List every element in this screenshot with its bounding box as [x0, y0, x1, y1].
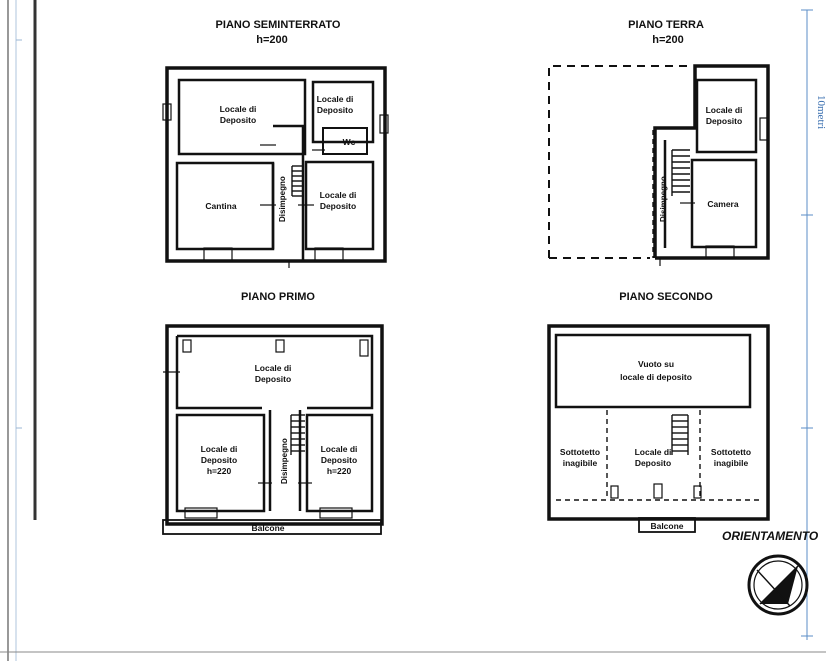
room-label: Cantina [205, 201, 236, 211]
scale-bar: 10metri [801, 9, 826, 640]
floor-primo: PIANO PRIMO [162, 291, 384, 535]
room-label: h=220 [327, 466, 352, 476]
scale-label: 10metri [815, 95, 826, 129]
room-label: Deposito [706, 116, 742, 126]
room-label: Camera [707, 199, 738, 209]
orientation-label: ORIENTAMENTO [722, 529, 819, 543]
room-label: Deposito [201, 455, 237, 465]
stair-label: Disimpegno [278, 176, 287, 222]
floor-title: PIANO PRIMO [241, 291, 315, 303]
room-label: h=220 [207, 466, 232, 476]
floor-seminterrato: PIANO SEMINTERRATO h=200 [162, 19, 389, 268]
room-label: locale di deposito [620, 372, 692, 382]
north-arrow-compass-icon [747, 554, 809, 616]
room-label: inagibile [563, 458, 598, 468]
room-label: Locale di [317, 94, 354, 104]
floor-title: PIANO SECONDO [619, 291, 713, 303]
room-label: Locale di [635, 447, 672, 457]
room-label: Locale di [201, 444, 238, 454]
room-label: Vuoto su [638, 359, 674, 369]
room-label: Locale di [320, 190, 357, 200]
room-label: Locale di [706, 105, 743, 115]
floor-height: h=200 [652, 34, 684, 46]
room-label: Deposito [321, 455, 357, 465]
room-label: Locale di [255, 363, 292, 373]
balcony-label: Balcone [650, 521, 683, 531]
room-label: Deposito [320, 201, 356, 211]
balcony-label: Balcone [251, 523, 284, 533]
floor-secondo: PIANO SECONDO Vuoto su locale [547, 291, 770, 533]
stair-label: Disimpegno [659, 176, 668, 222]
room-label: Locale di [321, 444, 358, 454]
floor-title: PIANO TERRA [628, 19, 704, 31]
room-label: Deposito [220, 115, 256, 125]
floor-terra: PIANO TERRA h=200 [548, 19, 770, 266]
room-label: Deposito [255, 374, 291, 384]
room-label: Wc [343, 137, 356, 147]
room-label: Deposito [317, 105, 353, 115]
room-label: Sottotetto [711, 447, 751, 457]
room-label: Locale di [220, 104, 257, 114]
room-label: inagibile [714, 458, 749, 468]
room-label: Deposito [635, 458, 671, 468]
floor-height: h=200 [256, 34, 288, 46]
orientation: ORIENTAMENTO [722, 529, 819, 616]
room-label: Sottotetto [560, 447, 600, 457]
stair-label: Disimpegno [280, 438, 289, 484]
floor-title: PIANO SEMINTERRATO [216, 19, 341, 31]
